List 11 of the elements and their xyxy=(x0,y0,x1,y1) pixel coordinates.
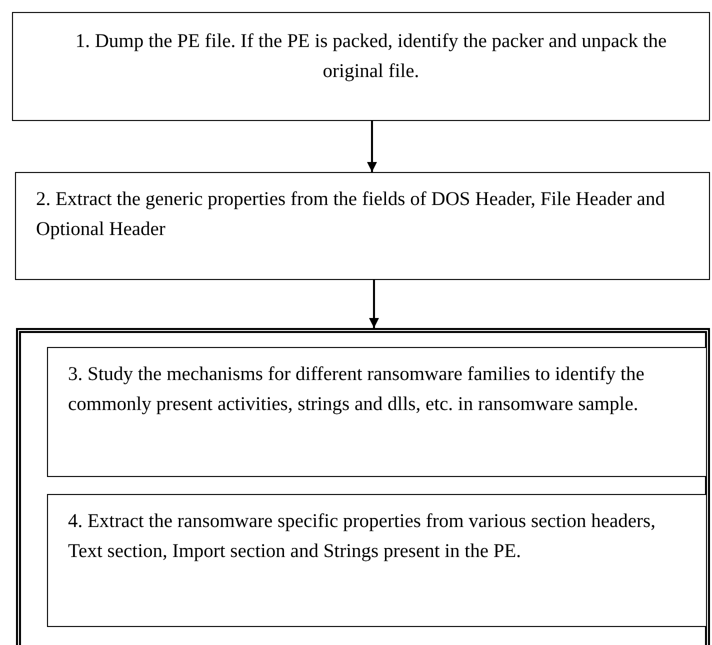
step-text: 4. Extract the ransomware specific properties from various section headers, Text section, Import section and Strings present in the PE. xyxy=(68,510,656,564)
step-text: 2. Extract the generic properties from the fields of DOS Header, File Header and Optional Header xyxy=(36,188,666,242)
process-box xyxy=(12,12,710,121)
process-box xyxy=(47,347,707,477)
arrow xyxy=(367,121,377,172)
group-frame xyxy=(16,328,710,645)
step-text: 3. Study the mechanisms for different ransomware families to identify the commonly present activities, strings and dlls, etc. in ransomware sample. xyxy=(68,363,646,417)
process-box xyxy=(47,494,707,627)
step-text: 1. Dump the PE file. If the PE is packed, identify the packer and unpack the original file. xyxy=(74,30,668,84)
process-box xyxy=(15,172,710,280)
arrow xyxy=(369,280,379,328)
